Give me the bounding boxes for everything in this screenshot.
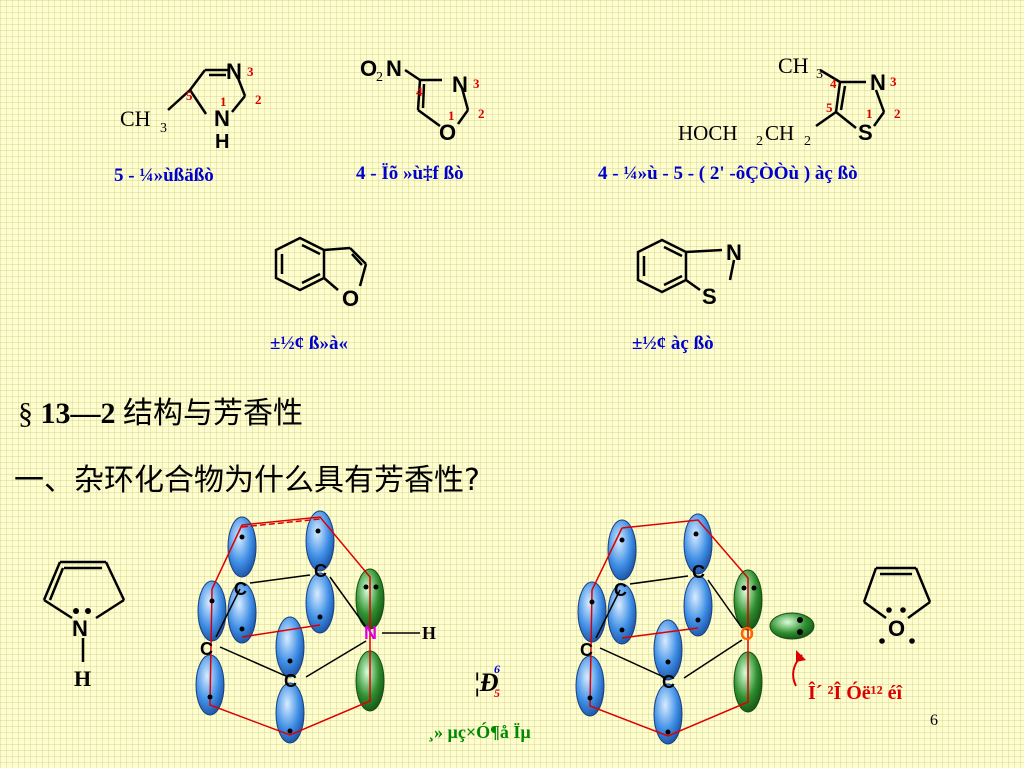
svg-text:2: 2 [894,106,901,121]
svg-text:H: H [74,666,91,691]
svg-text:S: S [858,120,873,145]
not-participating-caption: Î´ ²Î Óë¹² éî [808,682,903,704]
nitrooxazole-structure: O 2 N N 3 2 1 4 O [360,56,485,145]
svg-text:C: C [314,561,327,581]
svg-text:N: N [214,106,230,131]
svg-text:CH: CH [120,106,151,131]
pi-notation: ¦Ð 6 5 [474,662,500,700]
svg-text:CH: CH [778,53,809,78]
svg-text:1: 1 [220,94,227,109]
svg-text:3: 3 [473,76,480,91]
svg-text:C: C [662,672,675,692]
svg-text:5: 5 [186,88,193,103]
svg-text:S: S [702,284,717,309]
svg-text:N: N [452,72,468,97]
svg-text:O: O [740,624,754,644]
svg-text:N: N [870,70,886,95]
caption-benzothiazole: ±½¢ àç ßò [632,333,714,354]
pyrrole-structure: N H [42,560,126,691]
svg-text:H: H [215,131,229,153]
svg-text:C: C [692,562,705,582]
imidazole-structure: N 3 2 1 5 N H CH 3 [120,59,262,153]
svg-text:3: 3 [890,74,897,89]
svg-text:3: 3 [816,67,823,82]
caption-benzofuran: ±½¢ ß»à« [270,333,348,354]
svg-text:4: 4 [416,84,423,99]
svg-text:N: N [72,616,88,641]
svg-text:2: 2 [478,106,485,121]
pyrrole-orbital-diagram: C C C C N H [195,510,436,744]
svg-text:3: 3 [247,64,254,79]
svg-text:CH: CH [765,121,794,145]
svg-text:3: 3 [160,121,167,136]
svg-text:N: N [364,623,377,643]
caption-thiazole-derivative: 4 - ¼»ù - 5 - ( 2' -ôÇÒÒù ) àç ßò [598,163,858,184]
svg-text:5: 5 [826,100,833,115]
svg-text:O: O [439,120,456,145]
svg-text:2: 2 [255,92,262,107]
atom-N: N [226,59,242,84]
electron-rich-caption: ¸» µç×Ó¶å Ïµ [428,722,531,742]
slide-number: 6 [930,712,938,729]
svg-text:2: 2 [376,70,383,85]
svg-text:O: O [888,616,905,641]
svg-text:C: C [614,580,627,600]
svg-text:2: 2 [804,134,811,149]
svg-text:C: C [234,579,247,599]
furan-orbital-diagram: C C C C O [575,513,815,745]
svg-text:1: 1 [866,106,873,121]
svg-text:C: C [580,640,593,660]
svg-text:N: N [726,240,742,265]
svg-text:O: O [342,286,359,311]
benzothiazole-structure: N S [636,238,742,309]
question-heading: 一、杂环化合物为什么具有芳香性? [14,463,480,498]
svg-text:C: C [200,639,213,659]
furan-structure: O [862,566,932,644]
caption-nitrooxazole: 4 - Ïõ »ù‡f ßò [356,163,464,184]
thiazole-derivative-structure: CH 3 N 3 2 1 4 5 S HOCH 2 CH 2 [678,53,901,149]
caption-methylimidazole: 5 - ¼»ùßäßò [114,165,214,186]
section-heading: § 13—2 结构与芳香性 [18,396,303,431]
svg-text:4: 4 [830,76,837,91]
svg-text:O: O [360,56,377,81]
svg-text:HOCH: HOCH [678,121,738,145]
benzofuran-structure: O [274,236,368,311]
svg-text:1: 1 [448,108,455,123]
svg-text:C: C [284,671,297,691]
svg-text:H: H [422,623,436,643]
svg-text:2: 2 [756,134,763,149]
svg-text:N: N [386,56,402,81]
